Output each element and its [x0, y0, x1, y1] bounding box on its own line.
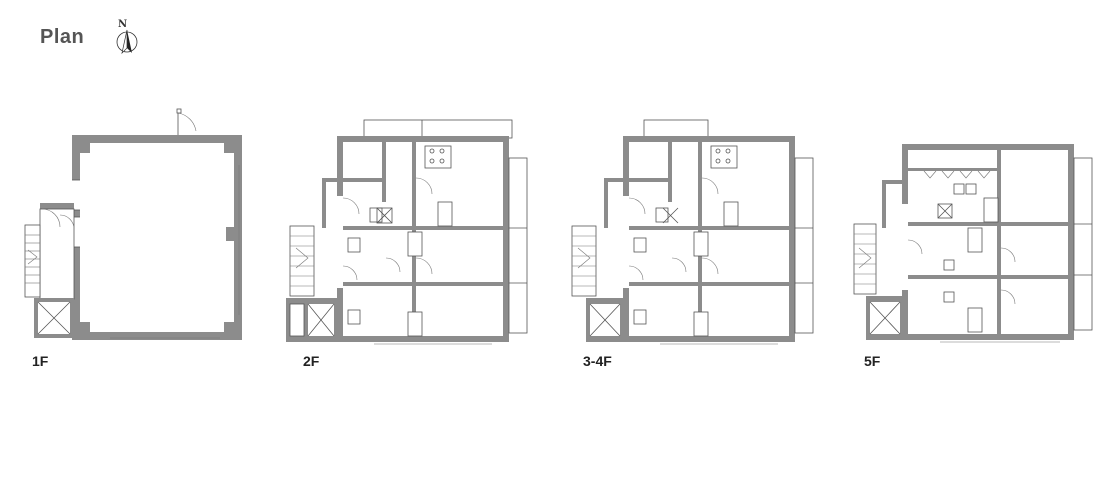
page-title: Plan — [40, 26, 85, 48]
floor-label-2f: 2F — [303, 353, 320, 369]
floor-plan-5f — [853, 144, 1093, 343]
floor-label-3-4f: 3-4F — [583, 353, 612, 369]
floor-plan-3-4f — [571, 119, 814, 345]
north-label: N — [118, 19, 128, 30]
floor-label-5f: 5F — [864, 353, 881, 369]
floor-plan-2f — [286, 119, 528, 345]
floor-label-1f: 1F — [32, 353, 49, 369]
north-arrow-icon — [116, 29, 138, 55]
floor-plan-1f — [24, 108, 242, 340]
